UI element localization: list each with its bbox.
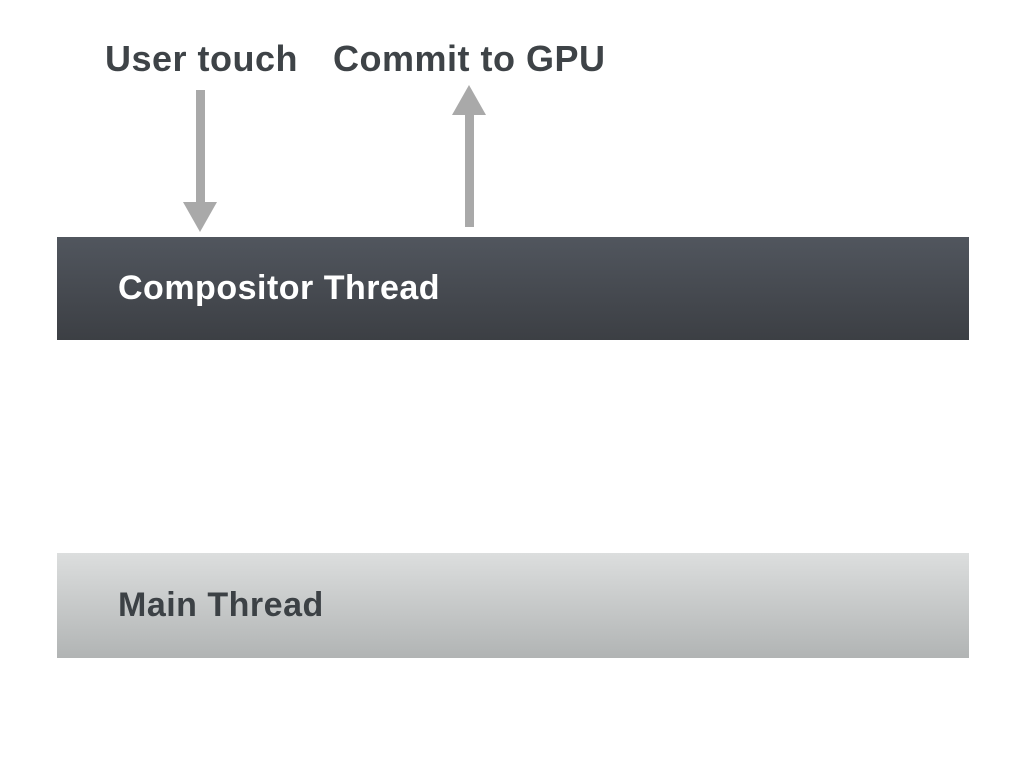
commit-to-gpu-label: Commit to GPU (333, 38, 606, 79)
user-touch-label: User touch (105, 38, 299, 79)
compositor-thread-label: Compositor Thread (118, 269, 441, 307)
compositor-thread-bar: Compositor Thread (57, 237, 969, 340)
arrow-up-shaft (465, 114, 474, 227)
arrow-down-shaft (196, 90, 205, 203)
arrow-down-head (183, 202, 217, 232)
arrow-down-icon (183, 90, 217, 232)
main-thread-label: Main Thread (118, 586, 324, 624)
arrow-up-head (452, 85, 486, 115)
main-thread-bar: Main Thread (57, 553, 969, 658)
arrow-up-icon (452, 85, 486, 228)
